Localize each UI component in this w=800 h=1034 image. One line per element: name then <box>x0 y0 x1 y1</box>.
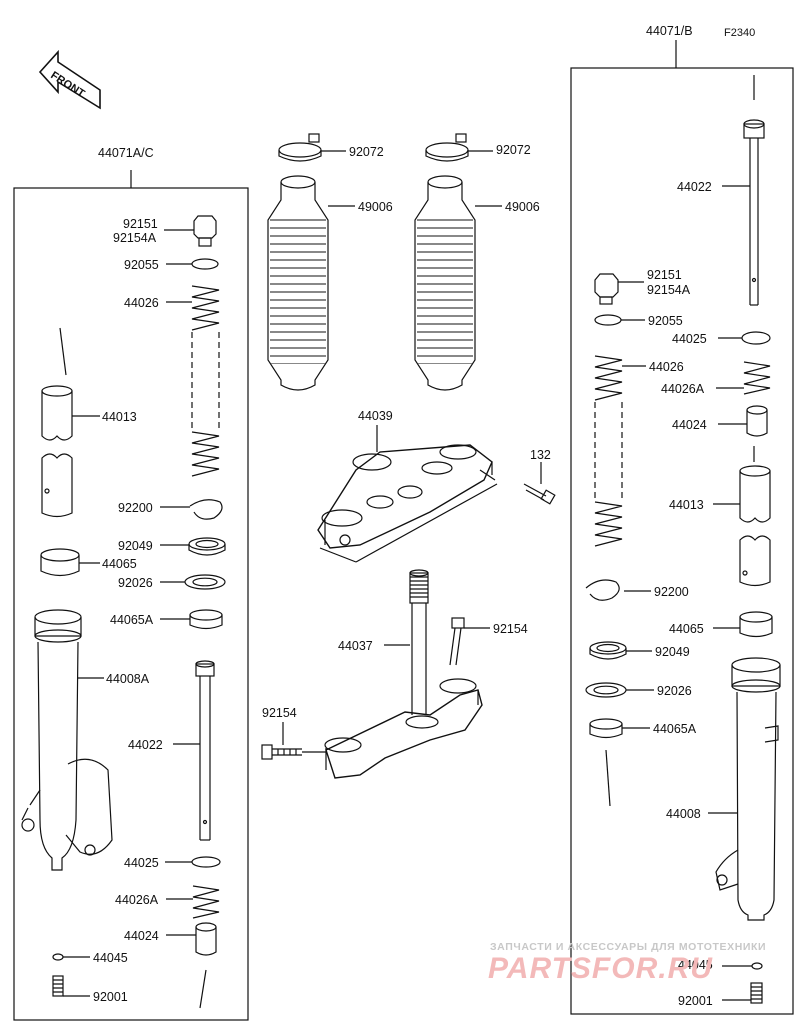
stem-bolt-upper-icon <box>449 617 490 666</box>
left-gasket-icon <box>52 953 64 961</box>
boot-clamp-left-icon <box>278 133 346 162</box>
right-cap-bolt-icon <box>594 273 644 305</box>
right-outer-tube-icon <box>708 657 781 921</box>
part-label[interactable]: 49006 <box>358 200 393 214</box>
part-label[interactable]: 44045 <box>93 951 128 965</box>
part-label[interactable]: 92049 <box>118 539 153 553</box>
part-label[interactable]: 49006 <box>505 200 540 214</box>
part-label[interactable]: 44045 <box>678 958 713 972</box>
part-label[interactable]: 92154 <box>262 706 297 720</box>
stem-bolt-side-icon <box>261 722 326 760</box>
right-oil-seal-icon <box>589 641 652 660</box>
right-inner-tube-icon <box>713 446 771 587</box>
part-label[interactable]: 44025 <box>124 856 159 870</box>
part-label[interactable]: 44037 <box>338 639 373 653</box>
part-label[interactable]: 44065A <box>653 722 697 736</box>
part-label[interactable]: 44065A <box>110 613 154 627</box>
left-assembly-title: 44071A/C <box>98 146 154 160</box>
part-label[interactable]: 92055 <box>124 258 159 272</box>
right-circlip-icon <box>585 579 620 601</box>
part-label[interactable]: 44022 <box>677 180 712 194</box>
left-oil-lock-piece-icon <box>166 922 217 1009</box>
part-label[interactable]: 92055 <box>648 314 683 328</box>
part-label[interactable]: 92001 <box>678 994 713 1008</box>
part-label[interactable]: 44024 <box>672 418 707 432</box>
part-label[interactable]: 92072 <box>496 143 531 157</box>
part-label[interactable]: 92001 <box>93 990 128 1004</box>
part-label[interactable]: 44026A <box>115 893 159 907</box>
part-label[interactable]: 92154A <box>113 231 157 245</box>
part-label[interactable]: 44013 <box>102 410 137 424</box>
watermark-subtitle: ЗАПЧАСТИ И АКСЕССУАРЫ ДЛЯ МОТОТЕХНИКИ <box>490 941 767 953</box>
part-label[interactable]: 44013 <box>669 498 704 512</box>
left-bushing-icon <box>40 548 100 577</box>
part-label[interactable]: 92200 <box>118 501 153 515</box>
part-label[interactable]: 44065 <box>102 557 137 571</box>
part-label[interactable]: 44026A <box>661 382 705 396</box>
steering-stem-icon <box>324 569 483 779</box>
pinch-bolt-icon <box>523 462 556 505</box>
part-label[interactable]: 132 <box>530 448 551 462</box>
part-label[interactable]: 92154A <box>647 283 691 297</box>
part-label[interactable]: 92026 <box>118 576 153 590</box>
right-bottom-bolt-icon <box>722 982 763 1004</box>
part-label[interactable]: 44026 <box>649 360 684 374</box>
fork-boot-left-icon <box>267 175 355 391</box>
left-inner-tube-icon <box>41 327 100 518</box>
left-oil-seal-icon <box>160 537 226 556</box>
right-spring-icon <box>594 355 646 547</box>
right-spacer-washer-icon <box>741 331 771 345</box>
left-oring-icon <box>191 258 219 270</box>
part-label[interactable]: 44022 <box>128 738 163 752</box>
left-cap-bolt-icon <box>164 215 217 247</box>
right-assembly-frame <box>570 67 794 1015</box>
left-spacer-washer-icon <box>191 856 221 868</box>
part-label[interactable]: 44065 <box>669 622 704 636</box>
part-label[interactable]: 44025 <box>672 332 707 346</box>
part-label[interactable]: 92072 <box>349 145 384 159</box>
part-label[interactable]: 92200 <box>654 585 689 599</box>
left-outer-tube-icon <box>21 609 113 871</box>
right-bushing-icon <box>713 611 773 638</box>
left-damper-rod-icon <box>173 660 215 841</box>
left-spring-icon <box>166 285 220 477</box>
upper-bracket-icon <box>317 425 498 563</box>
right-oil-lock-piece-icon <box>718 405 768 437</box>
watermark-logo: PARTSFOR.RU <box>488 952 713 985</box>
right-gasket-icon <box>751 962 763 970</box>
right-guide-bushing-icon <box>589 718 650 807</box>
part-label[interactable]: 44026 <box>124 296 159 310</box>
part-label[interactable]: 92151 <box>123 217 158 231</box>
boot-clamp-right-icon <box>425 133 493 162</box>
part-label[interactable]: 92151 <box>647 268 682 282</box>
part-label[interactable]: 92026 <box>657 684 692 698</box>
part-label[interactable]: 92154 <box>493 622 528 636</box>
right-oring-icon <box>594 314 622 326</box>
left-rebound-spring-icon <box>166 885 220 919</box>
part-label[interactable]: 44039 <box>358 409 393 423</box>
left-circlip-icon <box>189 499 223 520</box>
right-rebound-spring-icon <box>716 361 771 395</box>
fork-boot-right-icon <box>414 175 502 391</box>
right-washer-icon <box>585 682 654 698</box>
left-guide-bushing-icon <box>160 609 223 630</box>
left-bottom-bolt-icon <box>52 975 90 997</box>
right-damper-rod-icon <box>722 75 765 306</box>
left-washer-icon <box>160 574 226 590</box>
part-label[interactable]: 44008 <box>666 807 701 821</box>
part-label[interactable]: 44008A <box>106 672 150 686</box>
front-arrow-icon <box>38 49 101 110</box>
part-label[interactable]: 44024 <box>124 929 159 943</box>
part-label[interactable]: 92049 <box>655 645 690 659</box>
right-assembly-title: 44071/B <box>646 24 693 38</box>
figure-code: F2340 <box>724 27 756 39</box>
